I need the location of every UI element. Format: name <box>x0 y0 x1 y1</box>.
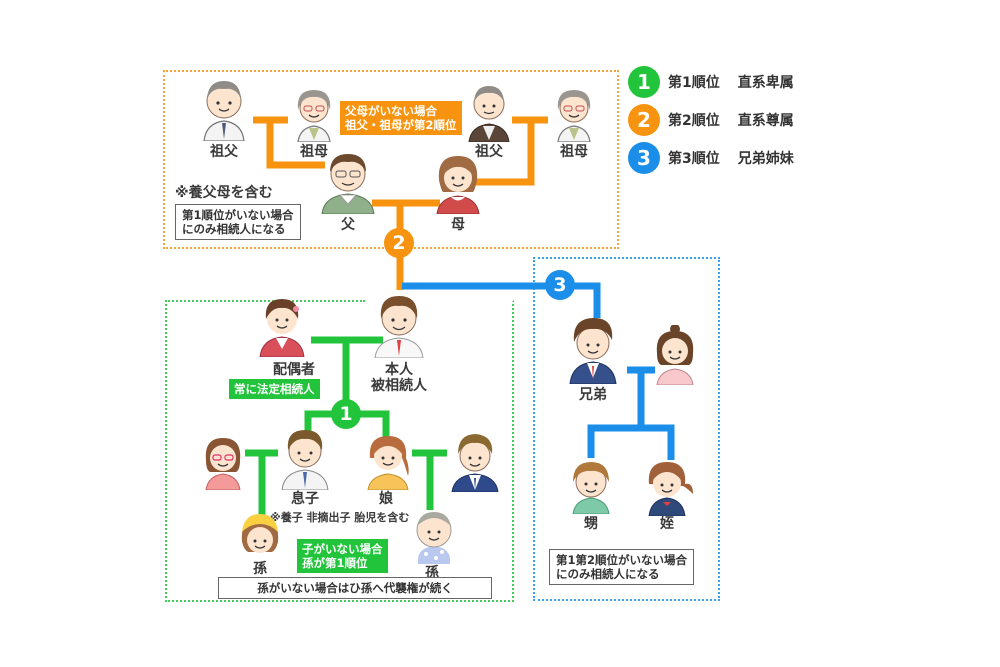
sibling-spouse-figure <box>656 325 694 385</box>
spouse-label: 配偶者 <box>273 362 315 378</box>
badge-3-icon: 3 <box>628 142 660 174</box>
daughter-label: 娘 <box>379 491 393 507</box>
paternal-grandmother-label: 祖母 <box>300 144 328 160</box>
father-figure <box>321 154 375 214</box>
self-label: 本人 被相続人 <box>367 362 431 394</box>
first-rank-group-box <box>165 300 514 602</box>
son-spouse-figure <box>205 438 241 490</box>
legend-category: 直系卑属 <box>737 75 794 91</box>
father-label: 父 <box>341 217 355 233</box>
grandchild-left-figure <box>241 514 279 553</box>
second-rank-badge: 2 <box>384 228 414 258</box>
adoptive-parents-note: ※養父母を含む <box>175 185 273 201</box>
sibling-label: 兄弟 <box>579 387 607 403</box>
grandchild-callout: 子がいない場合 孫が第1順位 <box>297 539 388 573</box>
badge-1-icon: 1 <box>628 66 660 98</box>
self-figure <box>374 296 424 358</box>
legend-rank: 第3順位 <box>668 151 720 167</box>
legend-rank: 第1順位 <box>668 75 720 91</box>
spouse-figure <box>259 299 305 357</box>
daughter-spouse-figure <box>451 434 499 492</box>
badge-2-icon: 2 <box>628 104 660 136</box>
children-note: ※養子 非摘出子 胎児を含む <box>270 511 410 524</box>
sibling-figure <box>569 318 617 384</box>
third-rank-group-box <box>533 257 720 601</box>
grandchild-left-label: 孫 <box>253 561 267 577</box>
legend-item-second: 2 第2順位 直系尊属 <box>628 104 794 136</box>
line-maternal-grandparents-down <box>470 120 535 186</box>
first-rank-group-box-upper <box>165 300 365 302</box>
legend-rank: 第2順位 <box>668 113 720 129</box>
legend-item-first: 1 第1順位 直系卑属 <box>628 66 794 98</box>
maternal-grandmother-figure <box>557 90 591 142</box>
second-rank-callout: 父母がいない場合 祖父・祖母が第2順位 <box>340 101 462 135</box>
second-rank-condition-note: 第1順位がいない場合 にのみ相続人になる <box>175 204 301 240</box>
line-to-siblings <box>402 282 601 318</box>
self-label-line2: 被相続人 <box>371 378 427 394</box>
daughter-figure <box>367 436 409 490</box>
first-rank-badge: 1 <box>331 399 361 429</box>
third-rank-badge: 3 <box>545 270 575 300</box>
niece-figure <box>648 462 693 516</box>
line-paternal-grandparents-down <box>266 120 325 169</box>
son-label: 息子 <box>291 491 319 507</box>
line-nephew-niece <box>587 424 675 460</box>
paternal-grandmother-figure <box>297 90 331 142</box>
mother-figure <box>436 156 480 214</box>
third-rank-condition-note: 第1第2順位がいない場合 にのみ相続人になる <box>549 549 695 585</box>
mother-label: 母 <box>451 217 465 233</box>
grandchild-right-figure <box>416 512 452 564</box>
maternal-grandfather-label: 祖父 <box>475 144 503 160</box>
son-figure <box>281 430 329 490</box>
niece-label: 姪 <box>660 516 674 532</box>
spouse-callout: 常に法定相続人 <box>229 379 320 399</box>
paternal-grandfather-figure <box>203 81 245 141</box>
maternal-grandmother-label: 祖母 <box>560 144 588 160</box>
paternal-grandfather-label: 祖父 <box>210 144 238 160</box>
legend-category: 直系尊属 <box>737 113 794 129</box>
nephew-figure <box>572 462 610 514</box>
legend-item-third: 3 第3順位 兄弟姉妹 <box>628 142 794 174</box>
self-label-line1: 本人 <box>385 362 413 378</box>
legend-category: 兄弟姉妹 <box>737 151 794 167</box>
maternal-grandfather-figure <box>468 86 510 142</box>
great-grandchild-note: 孫がいない場合はひ孫へ代襲権が続く <box>218 577 492 599</box>
nephew-label: 甥 <box>584 516 598 532</box>
